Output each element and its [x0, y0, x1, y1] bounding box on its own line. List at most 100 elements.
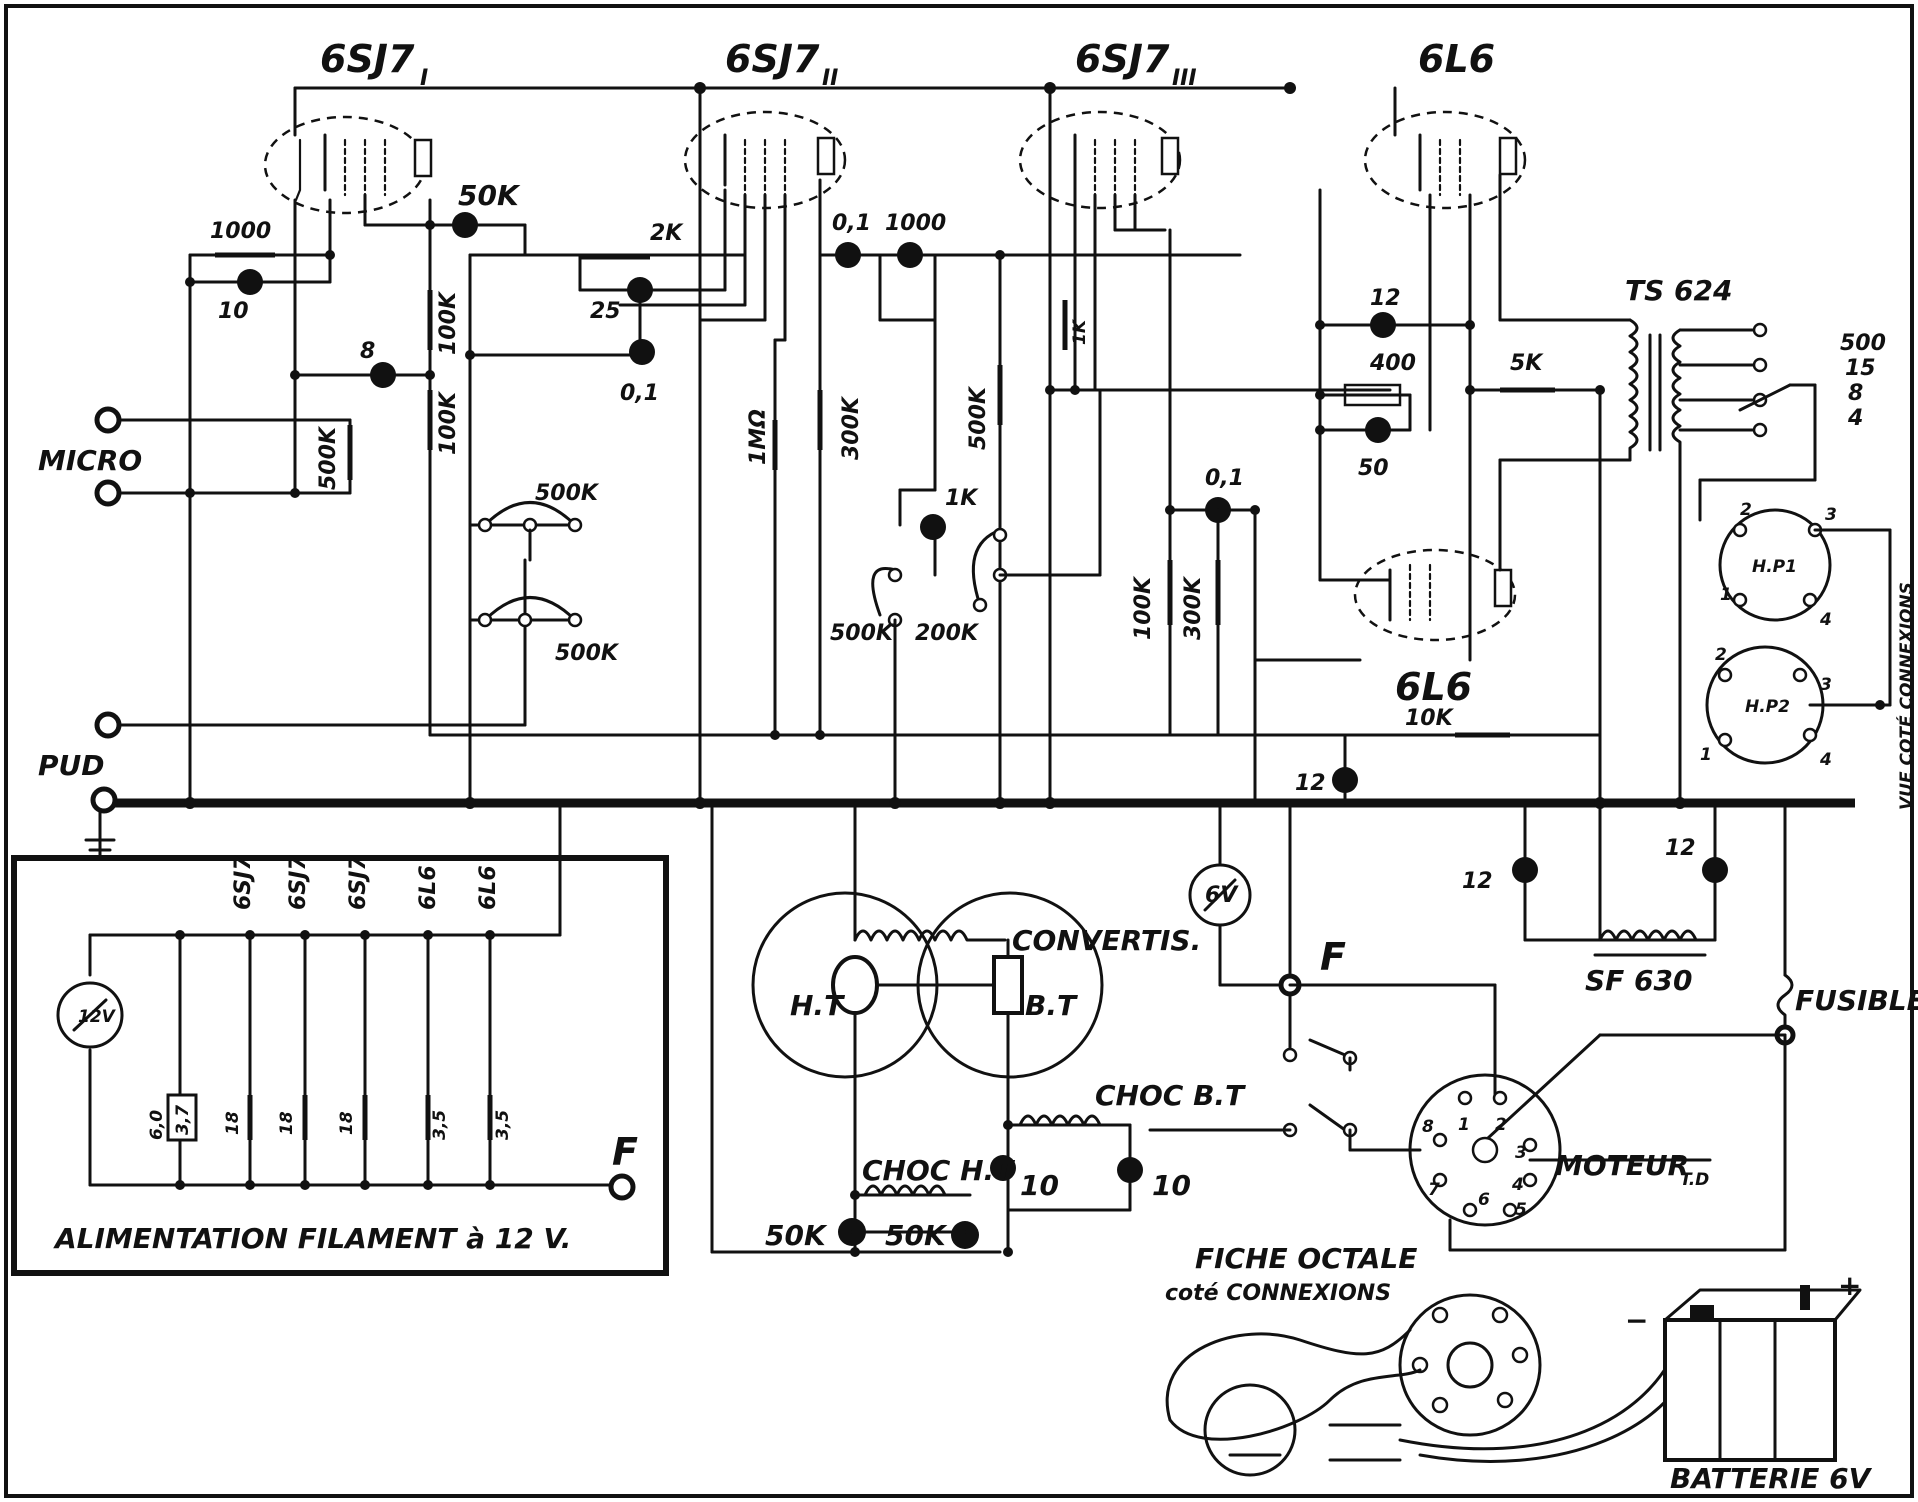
filament-tube-2: 6SJ7 [286, 855, 311, 910]
battery-plus: + [1838, 1269, 1861, 1302]
label-pot-200k: 200K [915, 621, 980, 646]
label-moteur: MOTEUR [1555, 1149, 1689, 1182]
label-f-switch: F [1320, 935, 1346, 979]
label-c-50: 50 [1358, 456, 1389, 481]
hp2-pin-4: 4 [1819, 750, 1832, 770]
label-r-400: 400 [1369, 351, 1416, 376]
label-c-01-c: 0,1 [1205, 466, 1244, 491]
label-choc-ht: CHOC H.T [862, 1154, 1015, 1187]
hp1-pin-3: 3 [1825, 505, 1837, 525]
tube-v2-label: 6SJ7 [725, 37, 820, 81]
battery-minus: − [1625, 1304, 1648, 1337]
output-stage-wiring [1315, 173, 1632, 805]
label-c-01-b: 0,1 [832, 211, 871, 236]
label-r-300k-a: 300K [839, 395, 864, 460]
hp1-pin-1: 1 [1720, 585, 1732, 605]
label-r-50k-b: 50K [765, 1219, 828, 1252]
octal-pin-1: 1 [1458, 1115, 1470, 1135]
pud-terminal[interactable] [94, 711, 122, 739]
label-r-10k: 10K [1405, 706, 1455, 731]
filament-value-5: 18 [337, 1111, 357, 1135]
frame [4, 4, 1914, 1498]
filament-value-7: 3,5 [493, 1110, 513, 1140]
label-c-12-d: 12 [1665, 836, 1696, 861]
label-c-01-a: 0,1 [620, 381, 659, 406]
label-c-25: 25 [590, 299, 621, 324]
hp1-pin-4: 4 [1819, 610, 1832, 630]
hp2-pin-2: 2 [1715, 645, 1727, 665]
converter-section [710, 801, 1143, 1257]
ground-bus [84, 786, 1855, 857]
hp2-pin-3: 3 [1820, 675, 1832, 695]
filament-tube-1: 6SJ7 [231, 855, 256, 910]
micro-terminal-b[interactable] [94, 479, 122, 507]
label-r-1meg: 1MΩ [746, 409, 771, 465]
tube-v1-sub: I [420, 66, 428, 91]
label-hp2: H.P2 [1745, 697, 1790, 717]
micro-terminal-a[interactable] [94, 406, 122, 434]
tube-v5-label: 6L6 [1395, 665, 1472, 709]
label-moteur-sub: T.D [1680, 1170, 1709, 1190]
label-r-50k: 50K [458, 179, 521, 212]
octal-pin-4: 4 [1511, 1175, 1524, 1195]
label-transformer: TS 624 [1625, 274, 1732, 307]
label-ht: H.T [790, 989, 845, 1022]
octal-sub: coté CONNEXIONS [1165, 1281, 1391, 1306]
label-choke-sf: SF 630 [1585, 964, 1693, 997]
tube-v3-label: 6SJ7 [1075, 37, 1170, 81]
component-labels: 1000 10 50K 100K 100K 8 500K 2K 25 0,1 0… [210, 179, 1918, 1252]
tap-15: 15 [1845, 356, 1876, 381]
filament-title: ALIMENTATION FILAMENT à 12 V. [53, 1222, 571, 1255]
tube-v3 [1018, 86, 1182, 210]
label-r-5k: 5K [1510, 351, 1544, 376]
micro-label: MICRO [38, 444, 142, 477]
label-pot-500k-c: 500K [830, 621, 895, 646]
tap-8: 8 [1848, 381, 1863, 406]
octal-pin-5: 5 [1515, 1200, 1527, 1220]
filament-value-3: 18 [223, 1111, 243, 1135]
tube-v1-label: 6SJ7 [320, 37, 415, 81]
filament-labels: 6SJ7 6SJ7 6SJ7 6L6 6L6 12V 6,0 3,7 18 18… [53, 855, 638, 1255]
ground-terminal[interactable] [90, 786, 118, 814]
label-converter: CONVERTIS. [1012, 924, 1201, 957]
label-r-500k-a: 500K [316, 425, 341, 490]
tube-v1 [263, 86, 433, 215]
label-c-10a: 10 [218, 299, 249, 324]
filament-value-4: 18 [277, 1111, 297, 1135]
label-c-1000b: 1000 [885, 211, 946, 236]
input-wiring [108, 193, 1602, 809]
label-fusible: FUSIBLE [1795, 984, 1918, 1017]
octal-pin-6: 6 [1478, 1190, 1490, 1210]
speaker-connectors [1705, 508, 1892, 765]
label-r-2k: 2K [650, 221, 684, 246]
fuse-and-motor [1408, 801, 1796, 1252]
pud-label: PUD [38, 749, 105, 782]
ht-bus [293, 82, 1296, 94]
output-transformer [1594, 318, 1817, 809]
tube-labels: 6SJ7 I 6SJ7 II 6SJ7 III 6L6 6L6 [320, 37, 1495, 709]
label-c-8: 8 [360, 339, 375, 364]
label-r-1k-small: 1K [1070, 318, 1090, 345]
filament-f-terminal[interactable] [608, 1173, 636, 1201]
label-6v: 6V [1205, 883, 1239, 908]
filament-meter-label: 12V [78, 1007, 117, 1027]
octal-pin-2: 2 [1495, 1115, 1507, 1135]
tap-500: 500 [1840, 331, 1886, 356]
stage2-wiring [465, 86, 1242, 809]
filament-value-1: 6,0 [147, 1110, 167, 1140]
label-r-1k: 1K [945, 486, 979, 511]
tube-v4-label: 6L6 [1418, 37, 1495, 81]
octal-pin-7: 7 [1428, 1180, 1440, 1200]
stage1-components [215, 212, 478, 480]
label-r-300k-b: 300K [1181, 575, 1206, 640]
filament-box [11, 801, 669, 1276]
tube-v2-sub: II [822, 66, 838, 91]
octal-pin-3: 3 [1515, 1143, 1527, 1163]
battery-sketch [1165, 1285, 1862, 1477]
label-hp1: H.P1 [1752, 557, 1797, 577]
label-vue-cote: VUE COTÉ CONNEXIONS [1895, 582, 1917, 810]
tap-4: 4 [1847, 406, 1863, 431]
label-r-100k-b: 100K [436, 390, 461, 455]
